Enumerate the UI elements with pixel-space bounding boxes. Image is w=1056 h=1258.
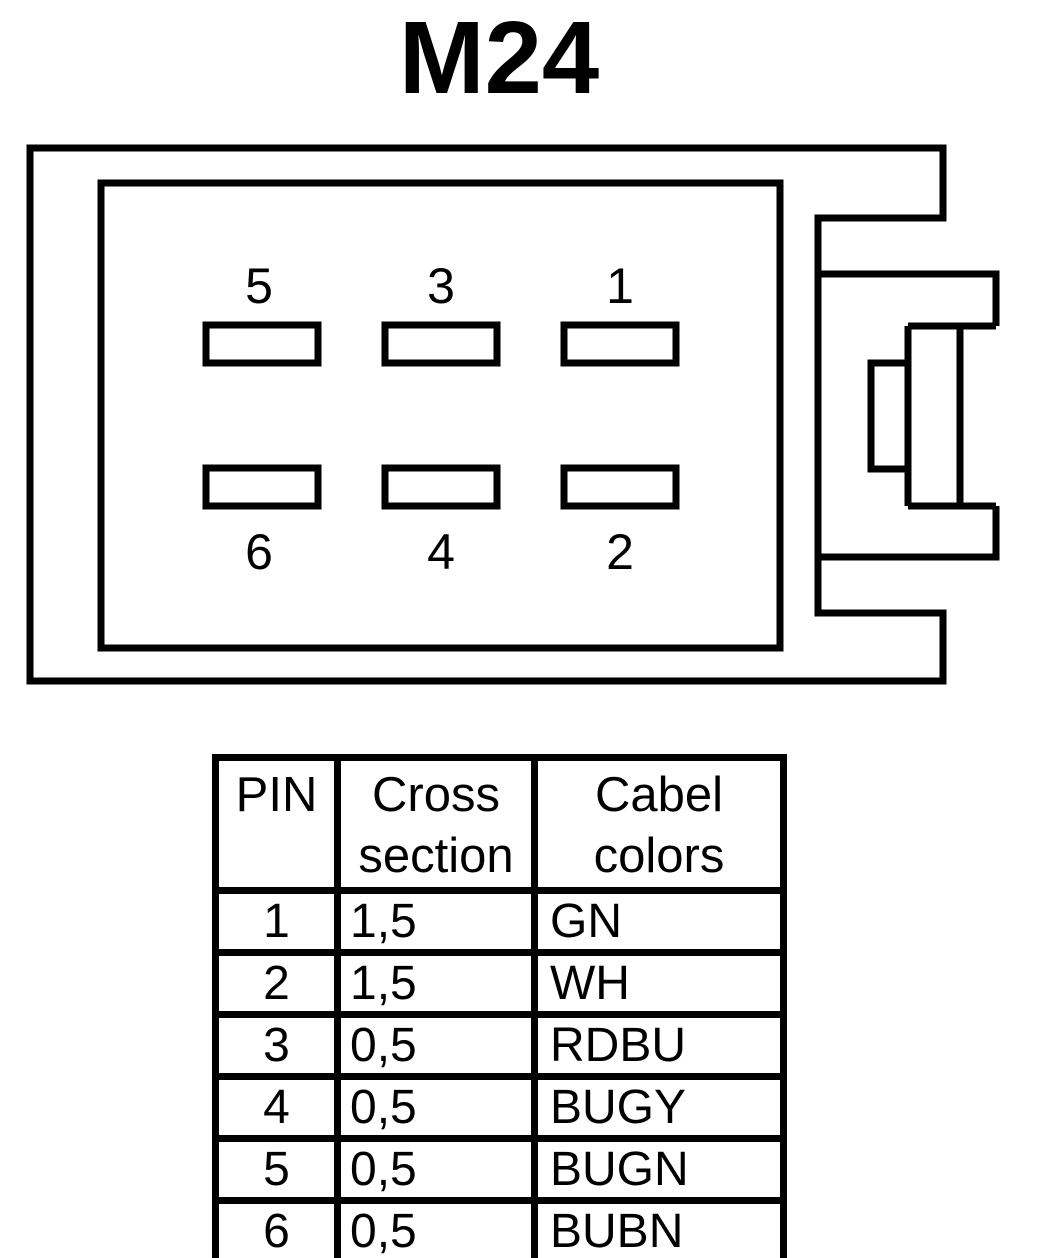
- pin-slot-1: [560, 321, 680, 367]
- pinout-table: PIN Cross section Cabel colors 1 1,5 GN …: [212, 754, 787, 1258]
- latch-small-block: [867, 359, 908, 473]
- cell-color: RDBU: [531, 1011, 787, 1080]
- cell-pin: 3: [212, 1011, 341, 1080]
- cell-pin: 1: [212, 887, 341, 956]
- pin-label-1: 1: [606, 258, 634, 314]
- cell-cross: 0,5: [334, 1073, 538, 1142]
- cell-cross: 0,5: [334, 1011, 538, 1080]
- latch-tab-outline: [818, 270, 1000, 561]
- connector-diagram: 5 3 1 6 4 2: [26, 144, 1000, 685]
- cell-cross: 1,5: [334, 949, 538, 1018]
- header-pin: PIN: [212, 754, 341, 894]
- header-cross-section: Cross section: [334, 754, 538, 894]
- pin-label-6: 6: [245, 524, 273, 580]
- pin-label-3: 3: [427, 258, 455, 314]
- table-row: 5 0,5 BUGN: [212, 1135, 787, 1204]
- cell-pin: 4: [212, 1073, 341, 1142]
- cell-color: BUGY: [531, 1073, 787, 1142]
- table-row: 6 0,5 BUBN: [212, 1197, 787, 1258]
- pin-slot-6: [202, 464, 322, 510]
- connector-outer-body: [26, 144, 947, 685]
- pin-slot-2: [560, 464, 680, 510]
- connector-inner-cavity: [97, 179, 784, 652]
- pin-label-4: 4: [427, 524, 455, 580]
- table-row: 2 1,5 WH: [212, 949, 787, 1018]
- cell-cross: 0,5: [334, 1135, 538, 1204]
- cell-color: BUBN: [531, 1197, 787, 1258]
- pin-label-2: 2: [606, 524, 634, 580]
- cell-color: BUGN: [531, 1135, 787, 1204]
- cell-pin: 5: [212, 1135, 341, 1204]
- cell-pin: 6: [212, 1197, 341, 1258]
- cell-cross: 0,5: [334, 1197, 538, 1258]
- table-row: 4 0,5 BUGY: [212, 1073, 787, 1142]
- table-header-row: PIN Cross section Cabel colors: [212, 754, 787, 894]
- page-title: M24: [398, 0, 600, 115]
- header-cabel-colors: Cabel colors: [531, 754, 787, 894]
- cell-pin: 2: [212, 949, 341, 1018]
- table-row: 1 1,5 GN: [212, 887, 787, 956]
- pin-slot-4: [381, 464, 501, 510]
- pin-slot-3: [381, 321, 501, 367]
- pin-slot-5: [202, 321, 322, 367]
- pin-label-5: 5: [245, 258, 273, 314]
- cell-color: WH: [531, 949, 787, 1018]
- cell-color: GN: [531, 887, 787, 956]
- table-row: 3 0,5 RDBU: [212, 1011, 787, 1080]
- cell-cross: 1,5: [334, 887, 538, 956]
